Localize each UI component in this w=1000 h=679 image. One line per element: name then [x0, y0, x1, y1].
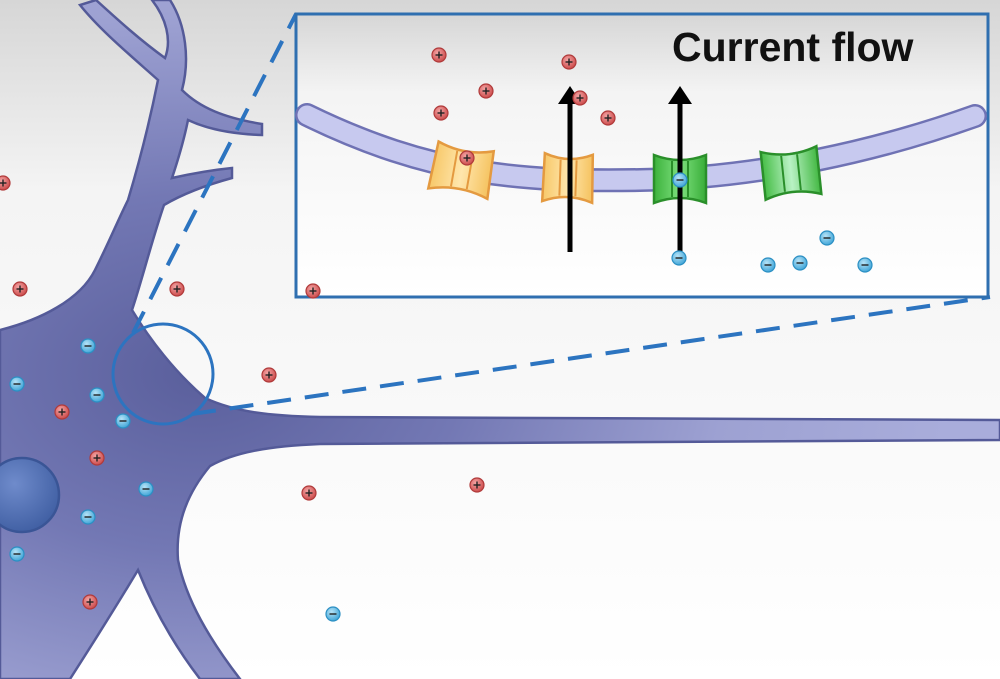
- positive-ion-icon: [600, 110, 616, 126]
- ion-layer: [0, 47, 873, 622]
- negative-ion-icon: [115, 413, 131, 429]
- positive-ion-icon: [561, 54, 577, 70]
- nucleus: [0, 456, 61, 534]
- positive-ion-icon: [0, 175, 11, 191]
- negative-ion-icon: [89, 387, 105, 403]
- positive-ion-icon: [459, 150, 475, 166]
- negative-ion-icon: [9, 376, 25, 392]
- negative-ion-icon: [819, 230, 835, 246]
- positive-ion-icon: [82, 594, 98, 610]
- inset-title: Current flow: [672, 24, 914, 70]
- inset-panel: [294, 12, 990, 299]
- positive-ion-icon: [89, 450, 105, 466]
- negative-ion-icon: [9, 546, 25, 562]
- positive-ion-icon: [169, 281, 185, 297]
- positive-ion-icon: [572, 90, 588, 106]
- positive-ion-icon: [54, 404, 70, 420]
- negative-ion-icon: [672, 172, 688, 188]
- negative-ion-icon: [671, 250, 687, 266]
- ion-channel-icon: [426, 139, 496, 201]
- positive-ion-icon: [433, 105, 449, 121]
- positive-ion-icon: [12, 281, 28, 297]
- ion-channel-icon: [759, 144, 823, 202]
- positive-ion-icon: [478, 83, 494, 99]
- negative-ion-icon: [80, 509, 96, 525]
- zoom-connector-bottom: [191, 295, 991, 416]
- positive-ion-icon: [431, 47, 447, 63]
- negative-ion-icon: [760, 257, 776, 273]
- zoom-connector-top: [131, 13, 298, 334]
- positive-ion-icon: [261, 367, 277, 383]
- negative-ion-icon: [325, 606, 341, 622]
- positive-ion-icon: [469, 477, 485, 493]
- negative-ion-icon: [792, 255, 808, 271]
- positive-ion-icon: [301, 485, 317, 501]
- negative-ion-icon: [80, 338, 96, 354]
- positive-ion-icon: [305, 283, 321, 299]
- membrane: [297, 105, 985, 190]
- zoom-circle: [111, 322, 215, 426]
- negative-ion-icon: [857, 257, 873, 273]
- negative-ion-icon: [138, 481, 154, 497]
